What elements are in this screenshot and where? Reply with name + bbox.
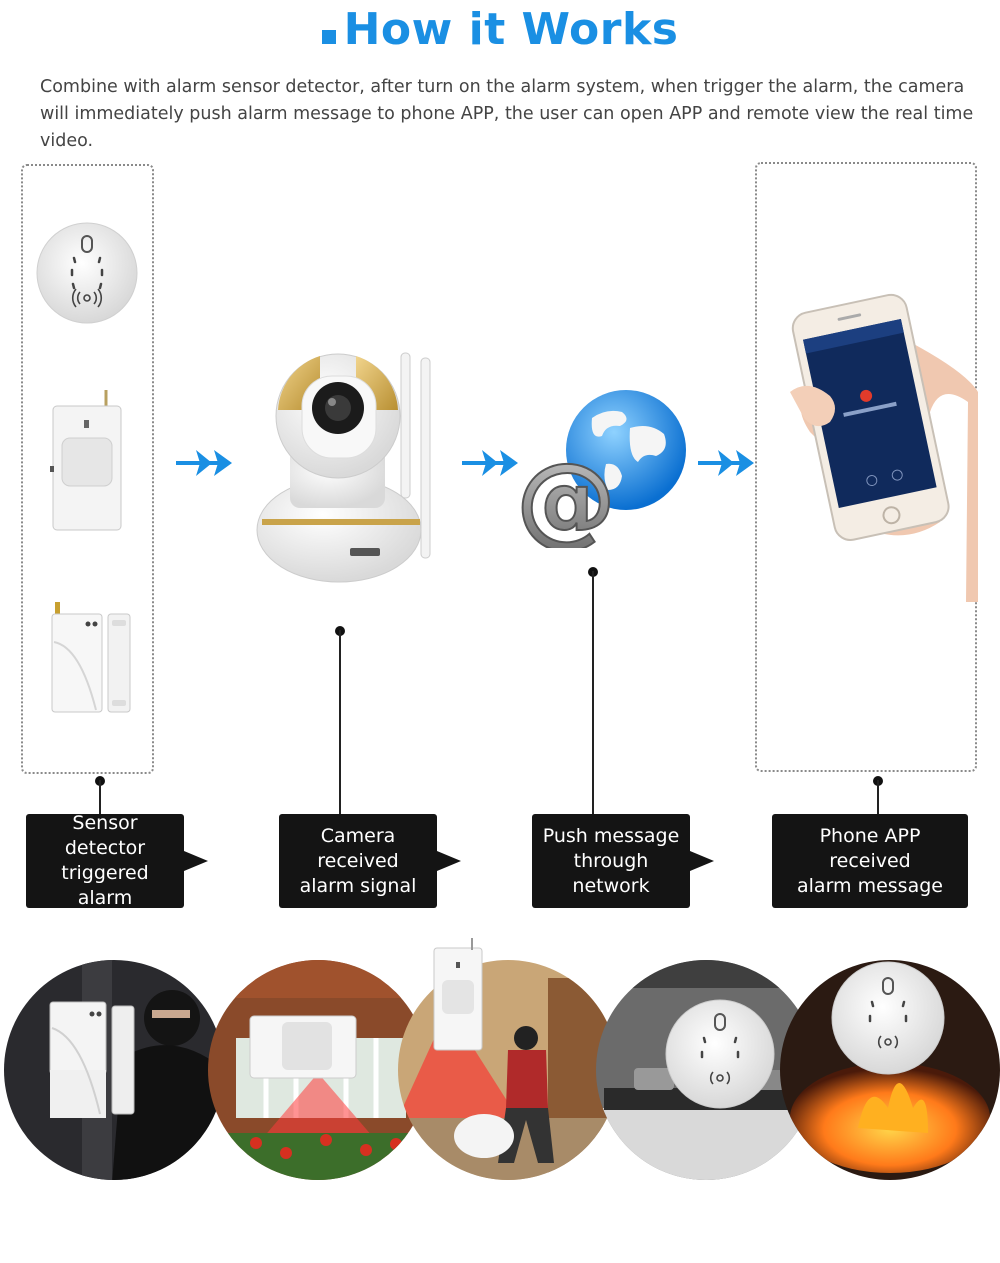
smoke-detector-icon [36, 222, 138, 324]
title-square-icon [321, 30, 336, 44]
step-4-line-1: Phone APP received [819, 824, 921, 872]
scene-burglar-door-image [4, 960, 224, 1180]
pir-motion-sensor-icon [50, 390, 122, 531]
connector-line-2 [339, 630, 341, 814]
smartphone-app-icon [790, 293, 978, 602]
door-sensor-icon [51, 602, 131, 713]
scene-smoke-kitchen-image [596, 960, 816, 1180]
connector-line-3 [592, 571, 594, 814]
step-3-line-1: Push message [542, 824, 680, 847]
step-1-line-1: Sensor detector [64, 812, 146, 859]
step-1-line-2: triggered alarm [61, 862, 149, 909]
flow-arrow-2-icon [462, 450, 518, 476]
scene-smoke-fire-image [780, 960, 1000, 1180]
connector-line-1 [99, 780, 101, 814]
ip-camera-icon [256, 352, 431, 583]
step-2-line-1: Camera received [317, 824, 399, 872]
step-2-line-2: alarm signal [299, 874, 417, 897]
flow-arrow-3-icon [698, 450, 754, 476]
step-4-line-2: alarm message [797, 874, 943, 897]
globe-email-icon: @ [515, 390, 686, 548]
flow-arrow-1-icon [176, 450, 232, 476]
sensor-group-box [21, 164, 154, 774]
connector-line-4 [877, 780, 879, 814]
description-text: Combine with alarm sensor detector, afte… [40, 77, 974, 151]
svg-text:@: @ [516, 441, 616, 548]
scene-pir-window-image [208, 960, 428, 1180]
page-title: How it Works [0, 4, 1000, 55]
title-text: How it Works [343, 4, 679, 55]
step-3-line-2: through network [572, 849, 650, 897]
scene-pir-thief-image [398, 938, 618, 1180]
